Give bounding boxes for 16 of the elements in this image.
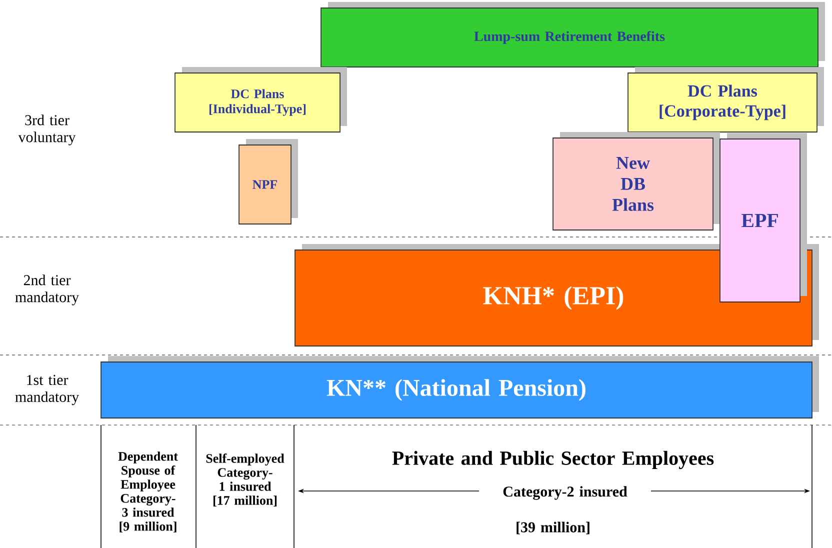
group-label: [39 million] [516,522,590,534]
group-label: Category-2 insured [479,485,651,501]
plan-box: New DB Plans [552,132,720,230]
group-label: Dependent Spouse of Employee Category-3 insured [9 million] [118,452,178,532]
plan-box: DC Plans [Individual-Type] [174,67,347,132]
group-label: Self-employed Category-1 insured [17 million] [206,454,284,506]
plan-box: EPF [720,133,807,302]
tier-label: 2nd tier mandatory [15,274,80,306]
plan-box: NPF [238,139,298,224]
pension-bar: KN** (National Pension) [100,356,819,418]
pension-bar: KNH* (EPI) [294,244,819,346]
tier-label: 1st tier mandatory [15,374,80,406]
group-heading: Private and Public Sector Employees [392,450,714,470]
benefit-bar: Lump-sum Retirement Benefits [320,2,825,68]
plan-box: DC Plans [Corporate-Type] [628,67,824,132]
tier-label: 3rd tier voluntary [18,114,76,146]
